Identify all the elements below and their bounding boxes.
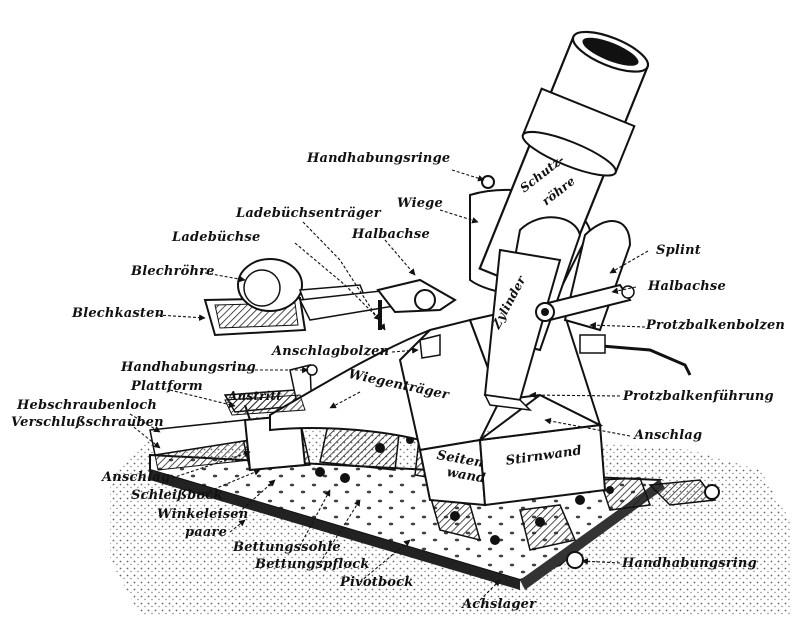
label-anschlag-left: Anschlag	[102, 470, 171, 485]
leader-lines	[129, 169, 649, 601]
label-hebschraubenloch: Hebschraubenloch	[17, 398, 158, 413]
label-splint: Splint	[656, 243, 702, 258]
label-plattform: Plattform	[131, 379, 203, 394]
label-wiege: Wiege	[397, 196, 443, 211]
label-winkeleisen-1: Winkeleisen	[157, 507, 249, 522]
label-blechkasten: Blechkasten	[72, 306, 165, 321]
label-schleissbock: Schleißbock	[131, 488, 223, 503]
label-bettungspflock: Bettungspflock	[255, 557, 370, 572]
label-ladebuchsentrager: Ladebüchsenträger	[236, 206, 381, 221]
label-pivotbock: Pivotbock	[340, 575, 414, 590]
label-ladebuchse: Ladebüchse	[172, 230, 261, 245]
label-handhabungsring-top: Handhabungsring	[121, 360, 256, 375]
label-halbachse-right: Halbachse	[648, 279, 726, 294]
recoil-cylinders	[483, 216, 632, 412]
label-protzbalkenbolzen: Protzbalkenbolzen	[646, 318, 786, 333]
label-anschlagbolzen: Anschlagbolzen	[272, 344, 390, 359]
label-halbachse-left: Halbachse	[352, 227, 430, 242]
label-austritt: Austritt	[228, 389, 282, 403]
label-blechrohre: Blechröhre	[131, 264, 215, 279]
label-handhabungsring-bottom: Handhabungsring	[622, 556, 757, 571]
label-bettungssohle: Bettungssohle	[233, 540, 341, 555]
label-winkeleisen-2: paare	[185, 525, 228, 540]
label-achslager: Achslager	[462, 597, 537, 612]
label-protzbalkenfuhrung: Protzbalkenführung	[623, 389, 774, 404]
label-anschlag-right: Anschlag	[634, 428, 703, 443]
label-handhabungsringe: Handhabungsringe	[307, 151, 451, 166]
label-verschlussschrauben: Verschlußschrauben	[11, 415, 164, 430]
